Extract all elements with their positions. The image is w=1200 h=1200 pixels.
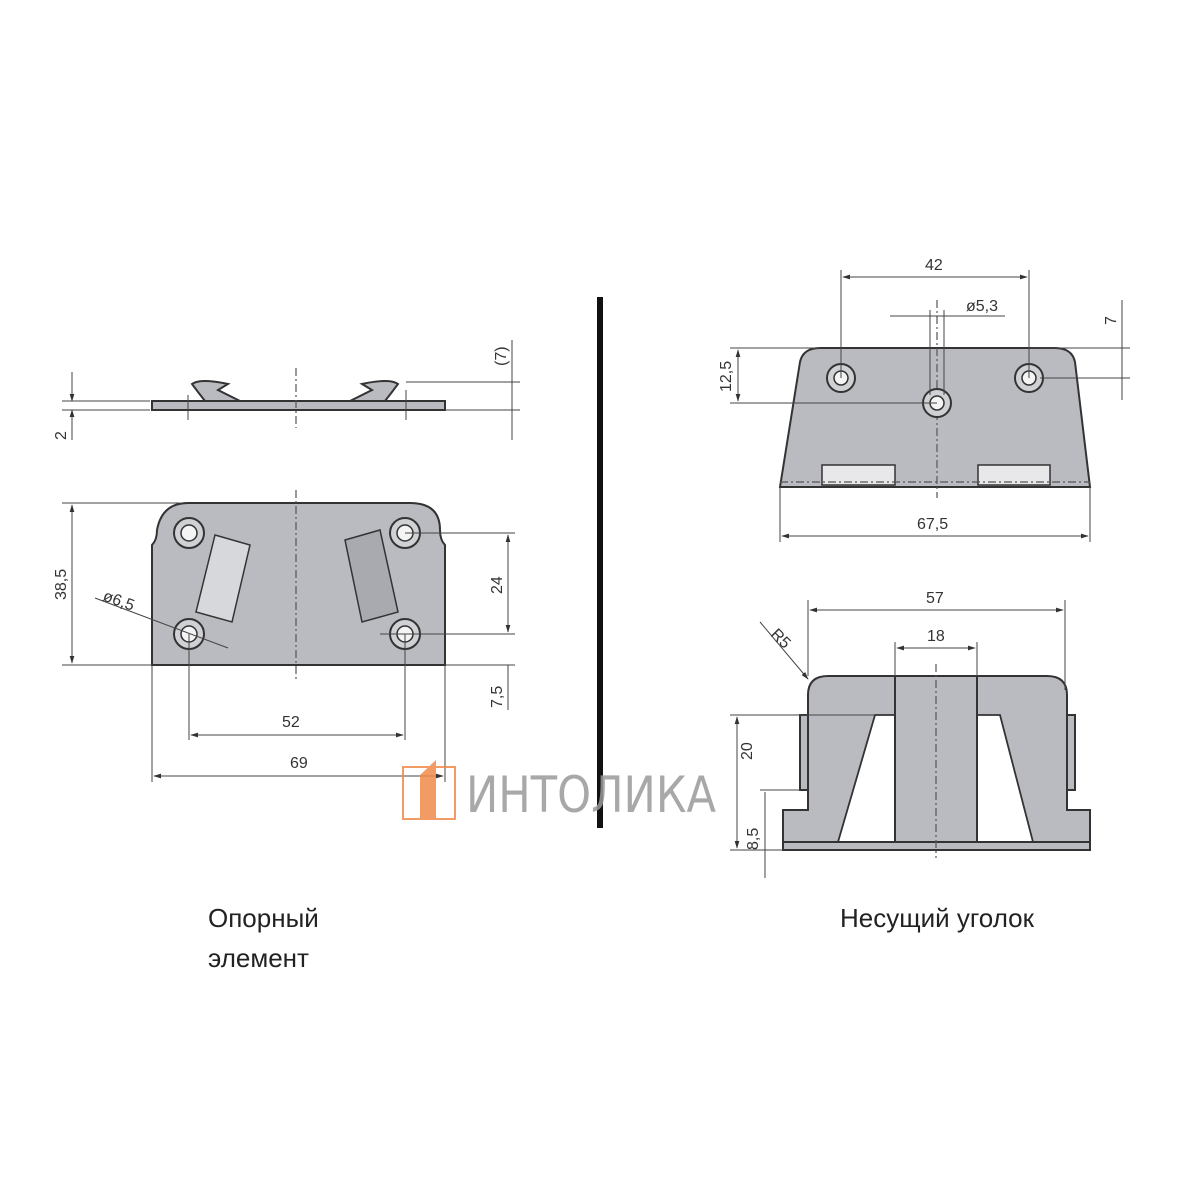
bearing-angle-caption: Несущий уголок — [840, 903, 1034, 933]
dim-hole-spacing-h: 52 — [282, 714, 300, 731]
dim-height: 20 — [739, 742, 756, 760]
caption-line-1: Опорный — [208, 903, 319, 933]
dim-offset-side: 12,5 — [718, 361, 735, 392]
dim-top-width: 57 — [926, 590, 944, 607]
dim-radius: R5 — [767, 626, 794, 653]
dim-length: 69 — [290, 755, 308, 772]
dim-hole-spacing-v: 24 — [489, 576, 506, 594]
caption-line-2: элемент — [208, 943, 309, 973]
bearing-angle-front-view: 57 18 R5 20 8,5 — [730, 590, 1091, 878]
watermark-logo: ИНТОЛИКА — [402, 760, 716, 824]
dim-edge-offset: 7,5 — [489, 686, 506, 708]
support-element-plan-view: 38,5 24 7,5 52 69 ø6,5 — [53, 490, 515, 782]
dim-center-width: 18 — [927, 628, 945, 645]
dim-thickness: 2 — [53, 431, 70, 440]
dim-width: 67,5 — [917, 516, 948, 533]
dim-center-hole-diameter: ø5,3 — [966, 298, 998, 315]
dim-hole-spacing: 42 — [925, 257, 943, 274]
support-element-caption: Опорный элемент — [208, 898, 319, 978]
dim-height: (7) — [493, 346, 510, 366]
watermark-text: ИНТОЛИКА — [466, 766, 716, 824]
bearing-angle-top-view: 42 ø5,3 7 12,5 67,5 — [718, 257, 1130, 542]
divider-line — [597, 297, 603, 828]
dim-hole-diameter: ø6,5 — [101, 588, 137, 615]
dim-width-total: 38,5 — [53, 569, 70, 600]
dim-offset-top: 7 — [1103, 316, 1120, 325]
dim-base-height: 8,5 — [745, 828, 762, 850]
support-element-side-view: 2 (7) — [53, 340, 520, 440]
